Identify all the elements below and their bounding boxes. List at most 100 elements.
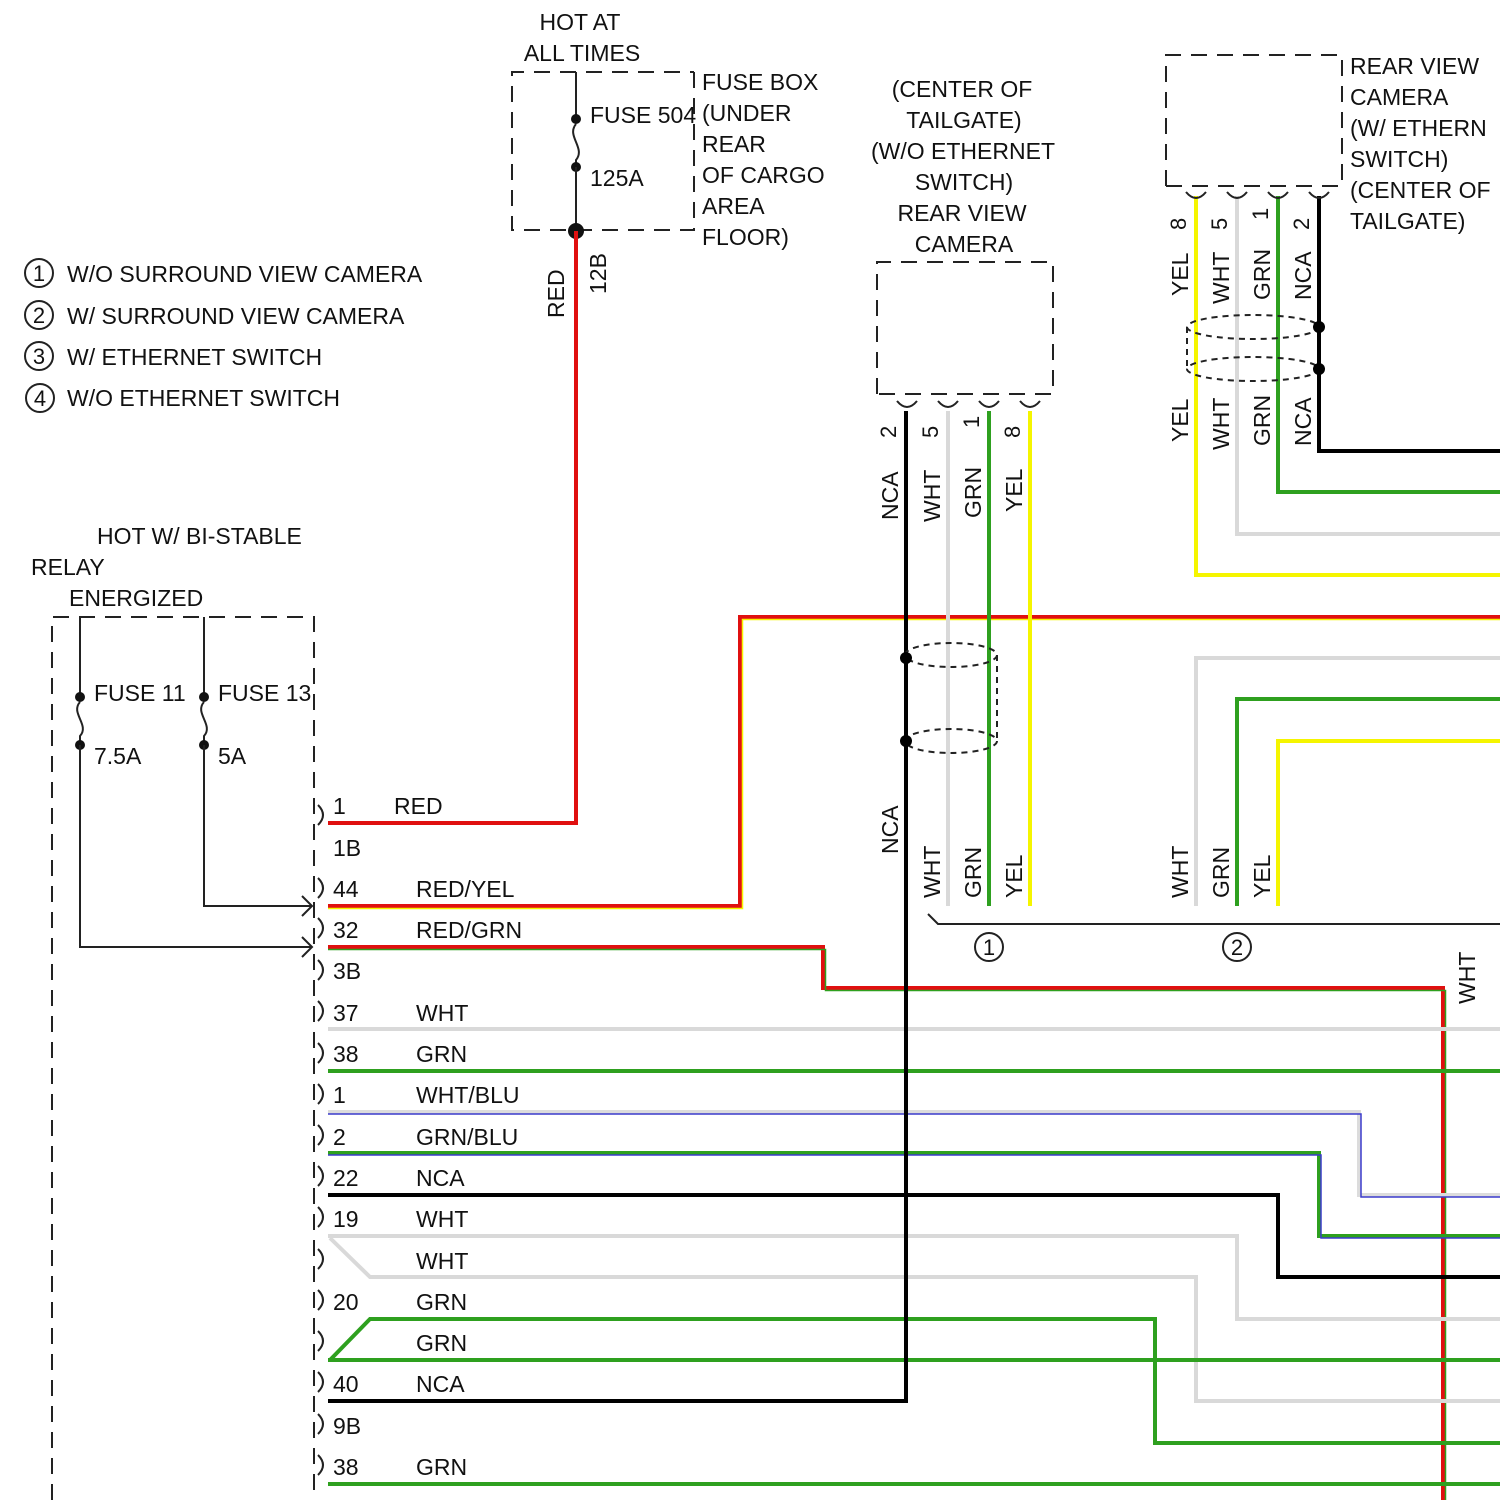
wire-label-11: WHT	[416, 1248, 468, 1274]
cam-eth-wire-0: YEL	[1167, 252, 1193, 296]
cam-center-pin-3: 8	[1000, 426, 1025, 438]
legend-num-3: 3	[33, 344, 45, 369]
cam-center-shield-bottom	[905, 729, 997, 753]
cam-center-lower-wire-3: YEL	[1001, 854, 1027, 898]
pin-label-14: 40	[333, 1371, 359, 1397]
hot-at-label-1: HOT AT	[540, 9, 621, 35]
wire-label-5: WHT	[416, 1000, 468, 1026]
legend-text-1: W/O SURROUND VIEW CAMERA	[67, 261, 423, 287]
legend-num-2: 2	[33, 303, 45, 328]
wire-label-2: RED/YEL	[416, 876, 515, 902]
pin-label-12: 20	[333, 1289, 359, 1315]
cam-center-pin-2: 1	[959, 416, 984, 428]
fuse-box-location-4: AREA	[702, 193, 765, 219]
pin-label-0: 1	[333, 793, 346, 819]
fuse-box-location-1: (UNDER	[702, 100, 791, 126]
cam-eth-lower-wire-1: WHT	[1208, 398, 1234, 450]
cam-center-pin-1: 5	[918, 426, 943, 438]
option-bracket	[928, 914, 1500, 924]
cam-eth-title-5: TAILGATE)	[1350, 208, 1465, 234]
fuse-504-symbol	[573, 124, 579, 166]
wire-label-0: RED	[394, 793, 443, 819]
cam-center-title-4: REAR VIEW	[897, 200, 1026, 226]
fuse-box-location-0: FUSE BOX	[702, 69, 818, 95]
wire-label-6: GRN	[416, 1041, 467, 1067]
cam-center-title-1: TAILGATE)	[906, 107, 1021, 133]
cam-eth-lower-wire-2: GRN	[1249, 395, 1275, 446]
wire-label-13: GRN	[416, 1330, 467, 1356]
legend-num-4: 4	[34, 386, 46, 411]
cam-center-pin-0: 2	[876, 426, 901, 438]
cam-eth-shield-top	[1187, 315, 1319, 339]
pin-label-7: 1	[333, 1082, 346, 1108]
wire-label-8: GRN/BLU	[416, 1124, 518, 1150]
cam-eth-lower-wire-0: YEL	[1167, 398, 1193, 442]
fuse-11-symbol	[77, 702, 83, 742]
wire-opt2-wht	[1196, 658, 1500, 906]
terminal-bumps	[318, 805, 323, 1475]
legend-text-2: W/ SURROUND VIEW CAMERA	[67, 303, 405, 329]
pin-label-10: 19	[333, 1206, 359, 1232]
pin-label-5: 37	[333, 1000, 359, 1026]
wire-opt2-yel	[1278, 741, 1500, 906]
connector-labels: 1 RED 1B 44 RED/YEL 32 RED/GRN 3B 37 WHT…	[333, 793, 522, 1480]
cam-center-title-5: CAMERA	[915, 231, 1014, 257]
relay-box-outline	[52, 617, 314, 1500]
cam-center-wire-0: NCA	[877, 471, 903, 520]
fuse-504-wire-gauge: 12B	[585, 253, 611, 294]
pin-label-2: 44	[333, 876, 359, 902]
fuse-13-terminal-top	[199, 692, 209, 702]
pin-label-6: 38	[333, 1041, 359, 1067]
cam-eth-title-2: (W/ ETHERN	[1350, 115, 1487, 141]
rear-view-camera-ethernet: REAR VIEW CAMERA (W/ ETHERN SWITCH) (CEN…	[1166, 53, 1491, 450]
cam-center-lower-wire-2: GRN	[960, 847, 986, 898]
pin-label-9: 22	[333, 1165, 359, 1191]
wire-eth-cam-yel-8	[1196, 196, 1500, 575]
legend-num-1: 1	[33, 261, 45, 286]
pin-label-1: 1B	[333, 835, 361, 861]
opt2-wire-2: YEL	[1249, 854, 1275, 898]
cam-eth-outline	[1166, 55, 1342, 186]
cam-eth-pin-1: 5	[1207, 218, 1232, 230]
fuse-13-rating: 5A	[218, 743, 247, 769]
cam-center-title-2: (W/O ETHERNET	[871, 138, 1055, 164]
option-num-2: 2	[1231, 935, 1243, 960]
fuse-11-rating: 7.5A	[94, 743, 142, 769]
cam-center-wire-3: YEL	[1001, 468, 1027, 512]
cam-eth-wire-2: GRN	[1249, 249, 1275, 300]
wire-label-3: RED/GRN	[416, 917, 522, 943]
cam-center-shield-splice-top	[900, 652, 912, 664]
pin-label-15: 9B	[333, 1413, 361, 1439]
fuse-504-rating: 125A	[590, 165, 644, 191]
opt2-wire-0: WHT	[1167, 846, 1193, 898]
fuse-504-terminal-top	[571, 114, 581, 124]
pin-label-3: 32	[333, 917, 359, 943]
wire-label-9: NCA	[416, 1165, 465, 1191]
cam-center-lower-wire-0: NCA	[877, 805, 903, 854]
wire-label-10: WHT	[416, 1206, 468, 1232]
fuse-box-location-5: FLOOR)	[702, 224, 789, 250]
wire-eth-cam-grn-1	[1278, 196, 1500, 492]
rear-view-camera-center: (CENTER OF TAILGATE) (W/O ETHERNET SWITC…	[871, 76, 1055, 898]
cam-eth-title-3: SWITCH)	[1350, 146, 1448, 172]
fuse-11-lead	[80, 745, 312, 947]
connector-terminals	[318, 805, 323, 1475]
fuse-504-wire-color: RED	[543, 269, 569, 318]
pin-label-16: 38	[333, 1454, 359, 1480]
cam-eth-wire-3: NCA	[1290, 251, 1316, 300]
fuse-box-504: HOT AT ALL TIMES FUSE 504 125A FUSE BOX …	[512, 9, 825, 318]
cam-eth-wire-1: WHT	[1208, 252, 1234, 304]
cam-center-shield-top	[905, 643, 997, 667]
opt2-wire-1: GRN	[1208, 847, 1234, 898]
fuse-13-name: FUSE 13	[218, 680, 311, 706]
wire-red-yel-44-tracer	[328, 620, 1500, 909]
wire-label-7: WHT/BLU	[416, 1082, 520, 1108]
relay-title-2: ENERGIZED	[69, 585, 203, 611]
relay-title-1: RELAY	[31, 554, 105, 580]
pin-label-8: 2	[333, 1124, 346, 1150]
fuse-box-location-3: OF CARGO	[702, 162, 825, 188]
cam-eth-title-4: (CENTER OF	[1350, 177, 1491, 203]
wire-grn-20	[330, 1319, 1500, 1443]
fuse-13-lead	[204, 745, 312, 906]
fuse-11-terminal-top	[75, 692, 85, 702]
